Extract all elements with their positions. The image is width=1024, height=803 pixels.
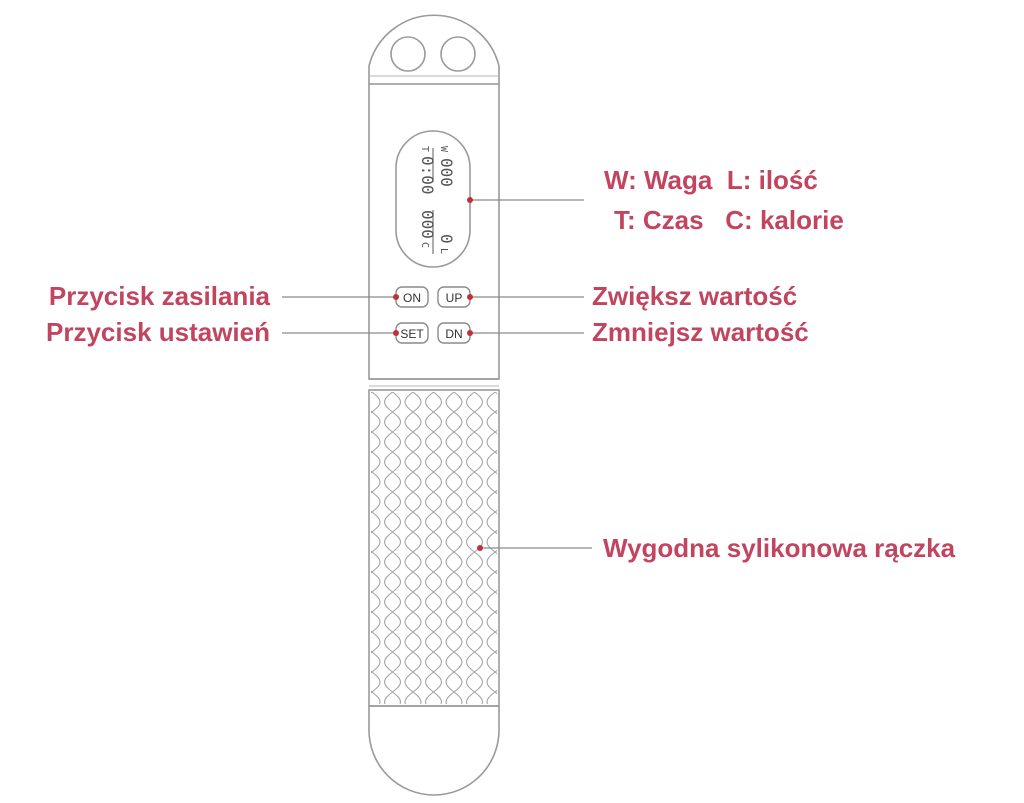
dot-power <box>393 294 399 300</box>
callout-settings: Przycisk ustawień <box>46 317 270 347</box>
legend-c-key: C: <box>725 205 753 235</box>
handle-bottom-cap <box>368 706 500 796</box>
legend-t-text: Czas <box>642 205 704 235</box>
cap-hole-left <box>390 36 426 72</box>
display-c-label: C <box>419 242 430 248</box>
legend-l-text: ilość <box>758 165 818 195</box>
dot-increase <box>467 294 473 300</box>
display-t-label: T <box>419 146 430 152</box>
dot-display <box>467 197 473 203</box>
display-c-value: 000 <box>418 210 437 239</box>
display-t-value: 0:00 <box>418 156 437 195</box>
grip-wave-line <box>383 392 402 704</box>
callout-increase: Zwiększ wartość <box>592 281 798 311</box>
cap-hole-right <box>440 36 476 72</box>
dot-settings <box>393 330 399 336</box>
display-l-label: L <box>438 248 449 254</box>
up-button-label: UP <box>446 291 463 305</box>
callout-decrease: Zmniejsz wartość <box>592 317 809 347</box>
grip-wave-line <box>404 392 422 704</box>
callout-grip: Wygodna sylikonowa rączka <box>603 533 956 563</box>
dn-button-label: DN <box>445 327 462 341</box>
legend-l-key: L: <box>726 165 752 195</box>
on-button-label: ON <box>403 291 421 305</box>
handle-top-cap <box>368 14 500 84</box>
grip-wave-line <box>371 392 381 704</box>
grip-wave-line <box>486 392 497 695</box>
dot-grip <box>477 545 483 551</box>
callout-power: Przycisk zasilania <box>48 281 270 311</box>
grip-wave-line <box>445 392 463 704</box>
legend-w-key: W: <box>604 165 637 195</box>
display-l-value: 0 <box>437 234 456 244</box>
grip-wave-line <box>424 392 443 704</box>
legend-c-text: kalorie <box>759 205 844 235</box>
legend-line-1: W: Waga L: ilość <box>604 165 818 195</box>
legend-w-text: Waga <box>643 165 713 195</box>
display-w-label: W <box>438 146 449 153</box>
set-button-label: SET <box>400 327 424 341</box>
display-w-value: 000 <box>437 158 456 187</box>
legend-t-key: T: <box>614 205 636 235</box>
dot-decrease <box>467 330 473 336</box>
legend-line-2: T: Czas C: kalorie <box>614 205 844 235</box>
